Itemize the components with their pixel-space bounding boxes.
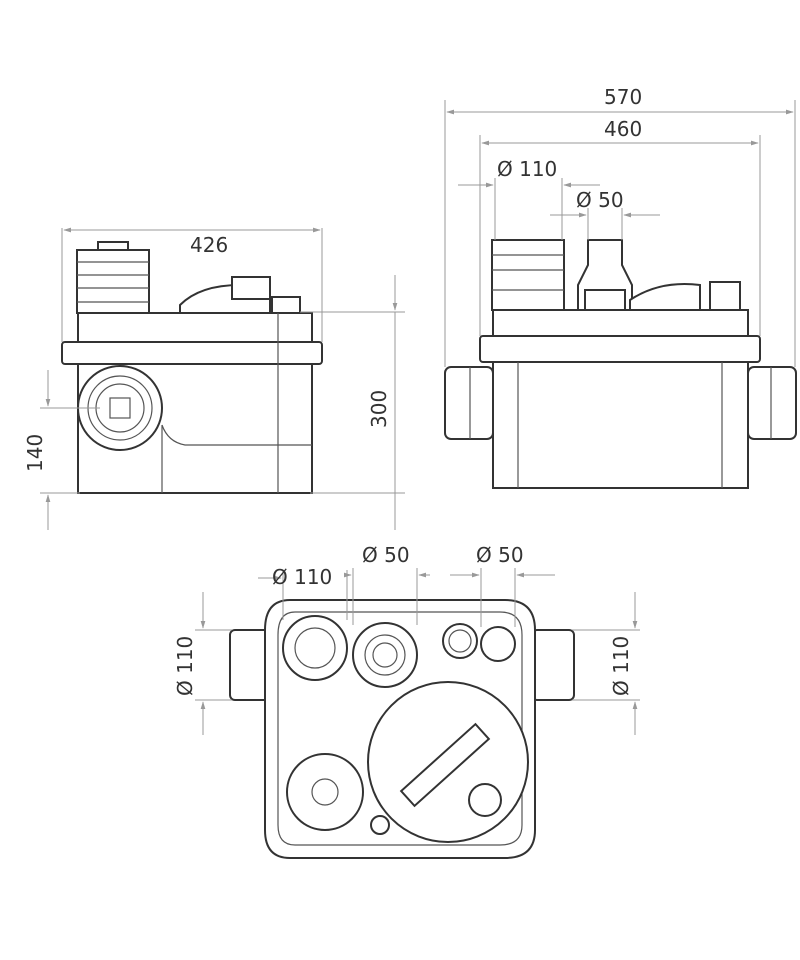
plan-inlet-circle [282, 615, 348, 681]
plan-aux-diameter-label: Ø 50 [476, 543, 524, 567]
front-view: 570 460 Ø 110 Ø 50 [444, 85, 797, 489]
plan-inlet-diameter-label: Ø 110 [272, 565, 332, 589]
front-lid [479, 335, 761, 363]
front-right-pipe [747, 366, 797, 440]
side-view: 426 300 140 [23, 227, 405, 530]
front-left-pipe [444, 366, 494, 440]
plan-outlet-circle [352, 622, 418, 688]
side-inlet-tower [76, 249, 150, 314]
front-total-width-label: 570 [604, 85, 642, 109]
front-body-width-label: 460 [604, 117, 642, 141]
plan-aux-inlet-2 [480, 626, 516, 662]
side-width-label: 426 [190, 233, 228, 257]
front-body [492, 361, 749, 489]
front-inlet-diameter-label: Ø 110 [497, 157, 557, 181]
inlet-height-label: 140 [23, 434, 47, 472]
plan-right-pipe [531, 629, 575, 701]
plan-aux-inlet-1 [442, 623, 478, 659]
side-height-label: 300 [367, 390, 391, 428]
front-inlet-tower [491, 239, 565, 311]
side-lid [61, 341, 323, 365]
front-outlet-diameter-label: Ø 50 [576, 188, 624, 212]
plan-pump-circle [286, 753, 364, 831]
front-top [492, 309, 749, 339]
plan-right-diameter-label: Ø 110 [609, 636, 633, 696]
plan-view: Ø 110 Ø 50 Ø 50 Ø 110 Ø 110 [173, 543, 640, 859]
plan-left-diameter-label: Ø 110 [173, 636, 197, 696]
side-top [77, 312, 313, 344]
plan-outlet-diameter-label: Ø 50 [362, 543, 410, 567]
